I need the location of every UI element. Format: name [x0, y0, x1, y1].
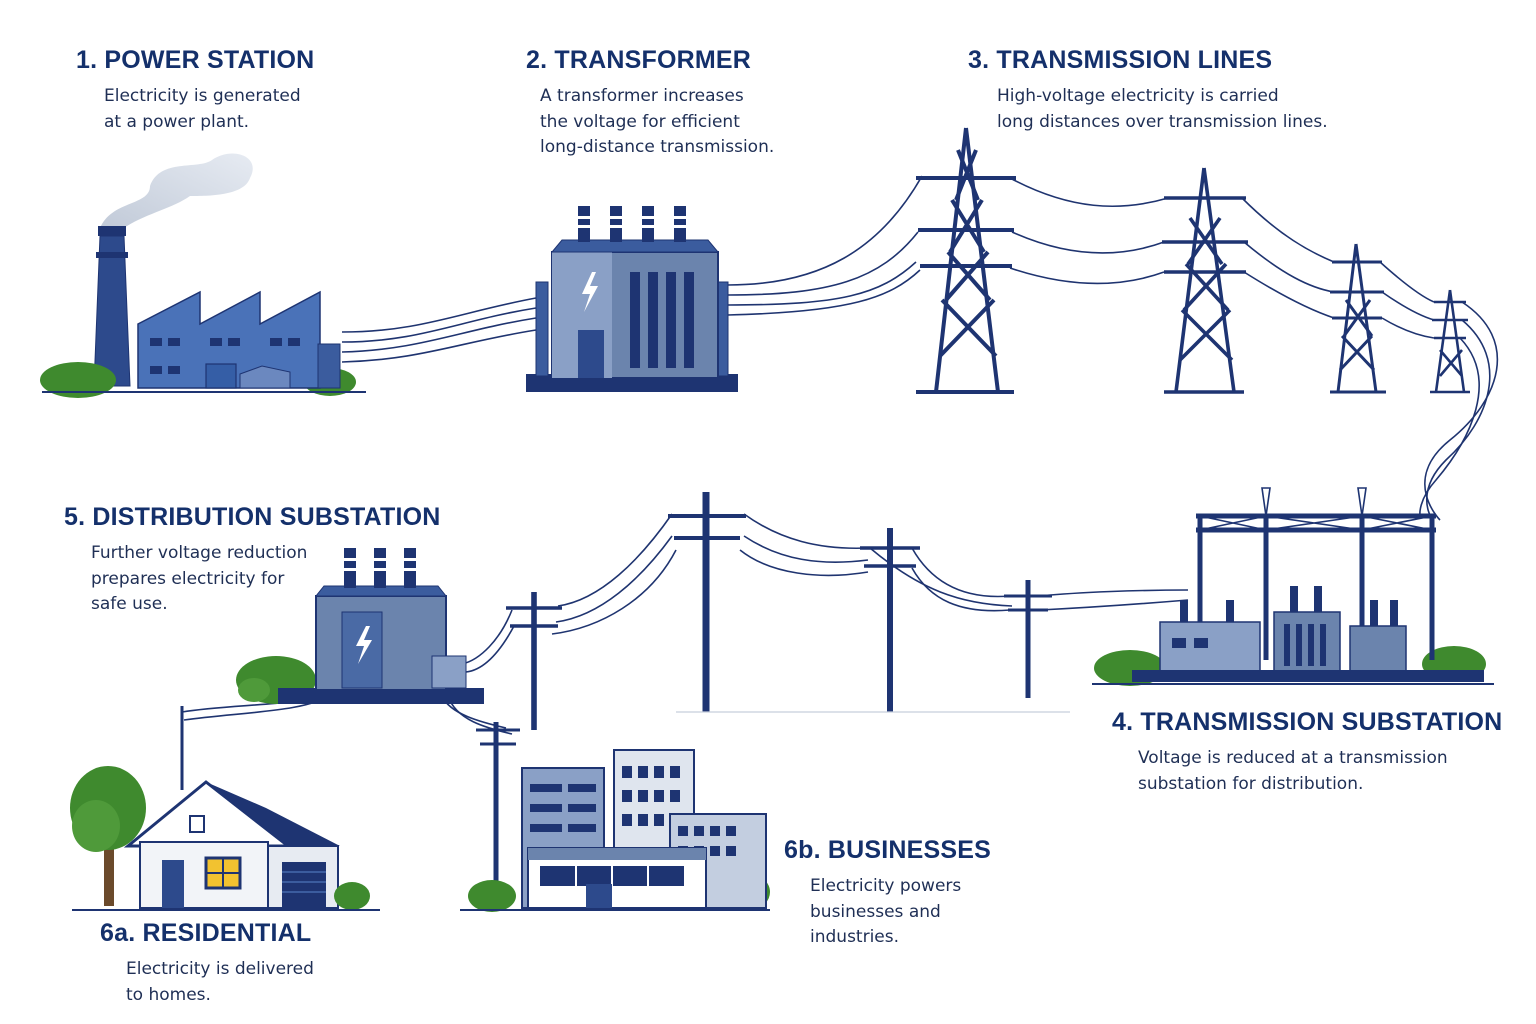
- step-title: 2. TRANSFORMER: [526, 46, 752, 74]
- step-description: Further voltage reduction prepares elect…: [91, 543, 308, 614]
- step-description: A transformer increases the voltage for …: [540, 86, 775, 157]
- step-businesses: 6b. BUSINESSES Electricity powers busine…: [784, 836, 991, 951]
- step-title: 3. TRANSMISSION LINES: [968, 46, 1273, 74]
- step-title: 1. POWER STATION: [76, 46, 315, 74]
- factory-icon: [40, 153, 366, 398]
- utility-pole-icon: [180, 492, 1070, 900]
- step-residential: 6a. RESIDENTIAL Electricity is delivered…: [100, 919, 314, 1008]
- step-transmission-substation: 4. TRANSMISSION SUBSTATION Voltage is re…: [1112, 708, 1502, 797]
- step-description: Electricity powers businesses and indust…: [810, 876, 962, 947]
- step-title: 6b. BUSINESSES: [784, 836, 992, 864]
- distribution-box-icon: [236, 548, 484, 704]
- house-icon: [70, 766, 380, 911]
- pylon-icon: [916, 127, 1470, 394]
- step-description: Voltage is reduced at a transmission sub…: [1138, 748, 1448, 794]
- step-distribution-substation: 5. DISTRIBUTION SUBSTATION Further volta…: [64, 503, 441, 618]
- substation-icon: [1092, 487, 1494, 686]
- step-title: 5. DISTRIBUTION SUBSTATION: [64, 503, 441, 531]
- power-wires: [181, 175, 1499, 735]
- step-title: 6a. RESIDENTIAL: [100, 919, 312, 947]
- step-power-station: 1. POWER STATION Electricity is generate…: [76, 46, 314, 135]
- step-description: Electricity is generated at a power plan…: [104, 86, 301, 132]
- step-transformer: 2. TRANSFORMER A transformer increases t…: [526, 46, 774, 161]
- step-transmission-lines: 3. TRANSMISSION LINES High-voltage elect…: [968, 46, 1328, 135]
- transformer-icon: [526, 206, 738, 392]
- step-description: High-voltage electricity is carried long…: [997, 86, 1328, 132]
- step-title: 4. TRANSMISSION SUBSTATION: [1112, 708, 1503, 736]
- step-description: Electricity is delivered to homes.: [126, 959, 314, 1005]
- office-buildings-icon: [460, 749, 770, 912]
